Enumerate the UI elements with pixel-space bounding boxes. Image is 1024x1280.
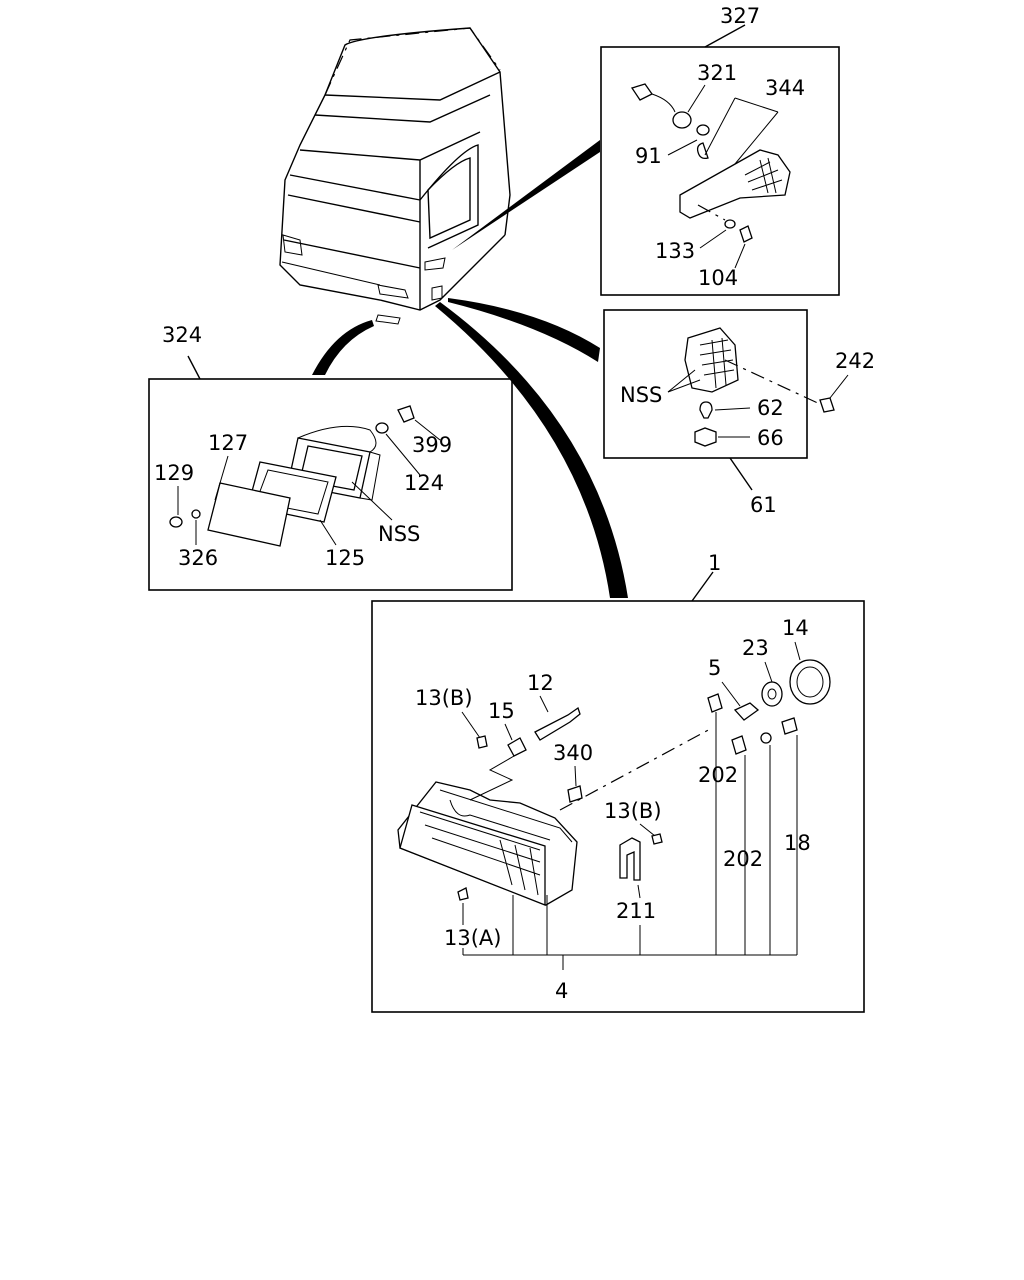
callout-202-a: 202 (698, 763, 738, 787)
callout-327: 327 (720, 4, 760, 28)
callout-104: 104 (698, 266, 738, 290)
callout-14: 14 (782, 616, 809, 640)
callout-211: 211 (616, 899, 656, 923)
callout-202-b: 202 (723, 847, 763, 871)
callout-13b-mid: 13(B) (604, 799, 662, 823)
callout-321: 321 (697, 61, 737, 85)
callout-91: 91 (635, 144, 662, 168)
callout-133: 133 (655, 239, 695, 263)
callout-399: 399 (412, 433, 452, 457)
callout-61: 61 (750, 493, 777, 517)
callout-127: 127 (208, 431, 248, 455)
nss-label-side: NSS (378, 522, 420, 546)
callout-4: 4 (555, 979, 568, 1003)
callout-15: 15 (488, 699, 515, 723)
callout-66: 66 (757, 426, 784, 450)
callout-326: 326 (178, 546, 218, 570)
box-324-side-lamp: 324 399 124 NSS 127 129 326 125 (148, 323, 513, 591)
callout-340: 340 (553, 741, 593, 765)
callout-13a: 13(A) (444, 926, 501, 950)
leader-sweeps (312, 140, 628, 598)
callout-324: 324 (162, 323, 202, 347)
callout-62: 62 (757, 396, 784, 420)
callout-23: 23 (742, 636, 769, 660)
box-327-side-marker: 327 321 91 344 133 104 (600, 4, 840, 296)
callout-1: 1 (708, 551, 721, 575)
truck-cab-drawing (279, 27, 511, 325)
box-61-fog-lamp: 242 NSS 62 66 61 (603, 309, 875, 517)
callout-12: 12 (527, 671, 554, 695)
callout-13b-top: 13(B) (415, 686, 473, 710)
nss-label-fog: NSS (620, 383, 662, 407)
box-1-headlamp: 1 13(B) 15 12 340 5 23 14 (371, 551, 865, 1013)
callout-125: 125 (325, 546, 365, 570)
callout-5: 5 (708, 656, 721, 680)
callout-129: 129 (154, 461, 194, 485)
callout-242: 242 (835, 349, 875, 373)
callout-344: 344 (765, 76, 805, 100)
callout-124: 124 (404, 471, 444, 495)
